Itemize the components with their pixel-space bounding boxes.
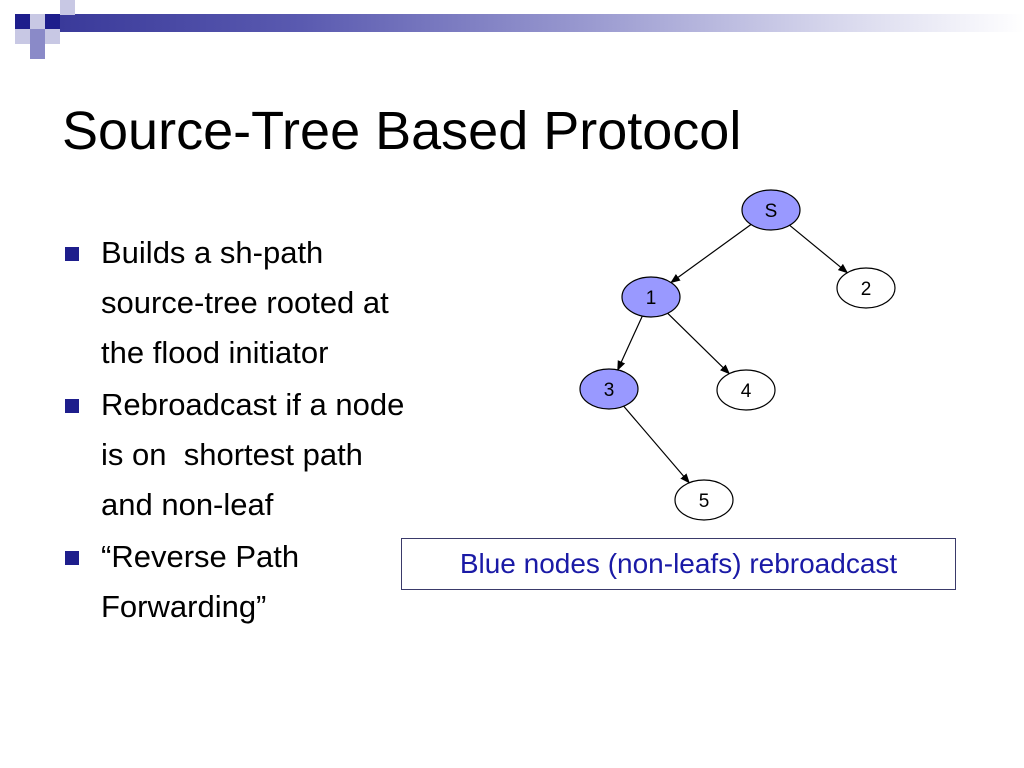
tree-node-S: S bbox=[741, 189, 801, 231]
tree-node-label: 4 bbox=[741, 381, 752, 402]
header-gradient-bar bbox=[60, 14, 1024, 32]
decor-square bbox=[30, 29, 45, 44]
tree-node-circle bbox=[621, 276, 681, 318]
tree-node-circle bbox=[716, 369, 776, 411]
decor-square bbox=[45, 29, 60, 44]
bullet-text: Builds a sh-path source-tree rooted at t… bbox=[101, 235, 389, 370]
tree-node-label: S bbox=[765, 201, 778, 222]
header-decoration bbox=[0, 0, 1024, 70]
bullet-list: Builds a sh-path source-tree rooted at t… bbox=[62, 228, 502, 634]
caption-box: Blue nodes (non-leafs) rebroadcast bbox=[401, 538, 956, 590]
tree-edge-3-5 bbox=[623, 405, 690, 484]
tree-node-4: 4 bbox=[716, 369, 776, 411]
square-bullet-icon bbox=[65, 551, 79, 565]
tree-edge-S-2 bbox=[789, 224, 849, 274]
tree-node-2: 2 bbox=[836, 267, 896, 309]
bullet-item: Builds a sh-path source-tree rooted at t… bbox=[62, 228, 502, 378]
decor-square bbox=[60, 0, 75, 15]
tree-node-label: 1 bbox=[646, 288, 657, 309]
bullet-text: Rebroadcast if a node is on shortest pat… bbox=[101, 387, 405, 522]
tree-node-circle bbox=[579, 368, 639, 410]
tree-edge-1-3 bbox=[617, 315, 643, 371]
tree-node-circle bbox=[741, 189, 801, 231]
square-bullet-icon bbox=[65, 247, 79, 261]
tree-node-circle bbox=[674, 479, 734, 521]
caption-text: Blue nodes (non-leafs) rebroadcast bbox=[459, 548, 898, 579]
tree-node-1: 1 bbox=[621, 276, 681, 318]
tree-edge-S-1 bbox=[670, 224, 752, 284]
bullet-item: Rebroadcast if a node is on shortest pat… bbox=[62, 380, 502, 530]
tree-edge-1-4 bbox=[667, 312, 731, 375]
bullet-text: “Reverse Path Forwarding” bbox=[101, 539, 300, 624]
decor-square bbox=[45, 14, 60, 29]
tree-node-label: 5 bbox=[699, 491, 710, 512]
decor-square bbox=[30, 44, 45, 59]
tree-node-label: 2 bbox=[861, 279, 872, 300]
square-bullet-icon bbox=[65, 399, 79, 413]
tree-node-circle bbox=[836, 267, 896, 309]
tree-node-3: 3 bbox=[579, 368, 639, 410]
decor-square bbox=[15, 29, 30, 44]
slide-title: Source-Tree Based Protocol bbox=[62, 101, 742, 161]
tree-node-label: 3 bbox=[604, 380, 615, 401]
decor-square bbox=[15, 14, 30, 29]
decor-square bbox=[30, 14, 45, 29]
bullet-item: “Reverse Path Forwarding” bbox=[62, 532, 502, 632]
tree-node-5: 5 bbox=[674, 479, 734, 521]
